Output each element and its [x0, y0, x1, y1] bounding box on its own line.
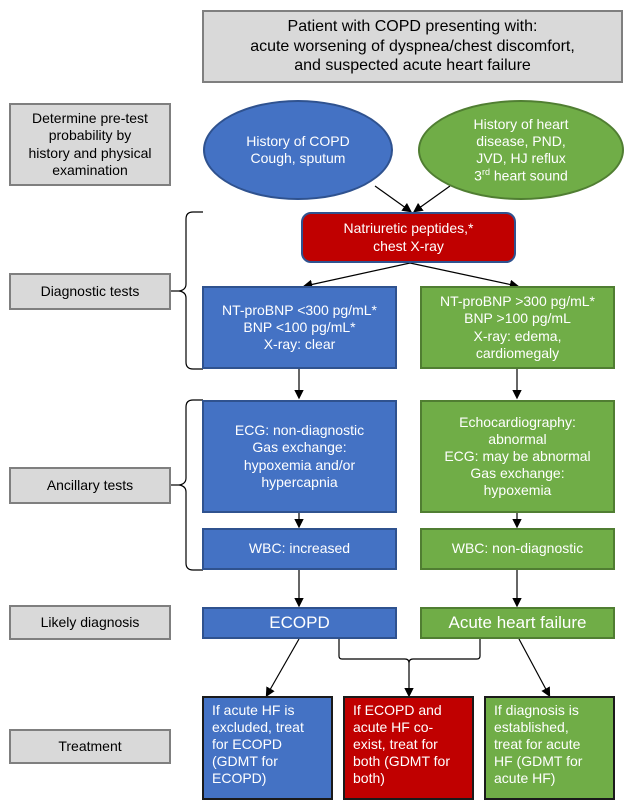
title-box: Patient with COPD presenting with: acute… [202, 10, 623, 83]
stage-label-pretest: Determine pre-test probability by histor… [9, 103, 171, 186]
arrow-dx-right-to-tx-right [518, 638, 551, 698]
ancillary-box-right: Echocardiography: abnormal ECG: may be a… [420, 400, 615, 513]
stage-label-diagnostic: Diagnostic tests [9, 273, 171, 310]
arrow-copd-to-np [374, 185, 412, 213]
treatment-box-heart-failure: If diagnosis is established, treat for a… [484, 696, 615, 800]
ancillary-box-left: ECG: non-diagnostic Gas exchange: hypoxe… [202, 400, 397, 513]
stage-label-likely: Likely diagnosis [9, 605, 171, 640]
ellipse-copd-history: History of COPD Cough, sputum [203, 100, 393, 200]
diagnosis-box-heart-failure: Acute heart failure [420, 607, 615, 639]
arrow-np-to-left [302, 262, 411, 290]
ellipse-heart-history: History of heart disease, PND, JVD, HJ r… [418, 100, 624, 200]
heart-history-text: History of heart disease, PND, JVD, HJ r… [473, 115, 569, 184]
stage-label-ancillary: Ancillary tests [9, 467, 171, 504]
wbc-box-left: WBC: increased [202, 528, 397, 570]
treatment-box-ecopd: If acute HF is excluded, treat for ECOPD… [202, 696, 333, 800]
brace-diagnostic [178, 211, 203, 370]
heart-history-sup: rd [481, 166, 490, 177]
arrow-np-to-right [409, 262, 520, 290]
diagnosis-box-ecopd: ECOPD [202, 607, 397, 639]
treatment-box-both: If ECOPD and acute HF co- exist, treat f… [343, 696, 474, 800]
wbc-box-right: WBC: non-diagnostic [420, 528, 615, 570]
heart-history-tail: heart sound [489, 167, 568, 184]
diagnostic-box-right: NT-proBNP >300 pg/mL* BNP >100 pg/mL X-r… [420, 286, 615, 369]
stage-label-treatment: Treatment [9, 729, 171, 764]
arrow-dx-left-to-tx-left [265, 638, 300, 698]
natriuretic-peptides-box: Natriuretic peptides,* chest X-ray [301, 212, 516, 263]
bracket-dx-to-tx-mid [338, 639, 481, 664]
arrow-heart-to-np [413, 185, 451, 213]
brace-ancillary [178, 399, 203, 571]
diagnostic-box-left: NT-proBNP <300 pg/mL* BNP <100 pg/mL* X-… [202, 286, 397, 369]
